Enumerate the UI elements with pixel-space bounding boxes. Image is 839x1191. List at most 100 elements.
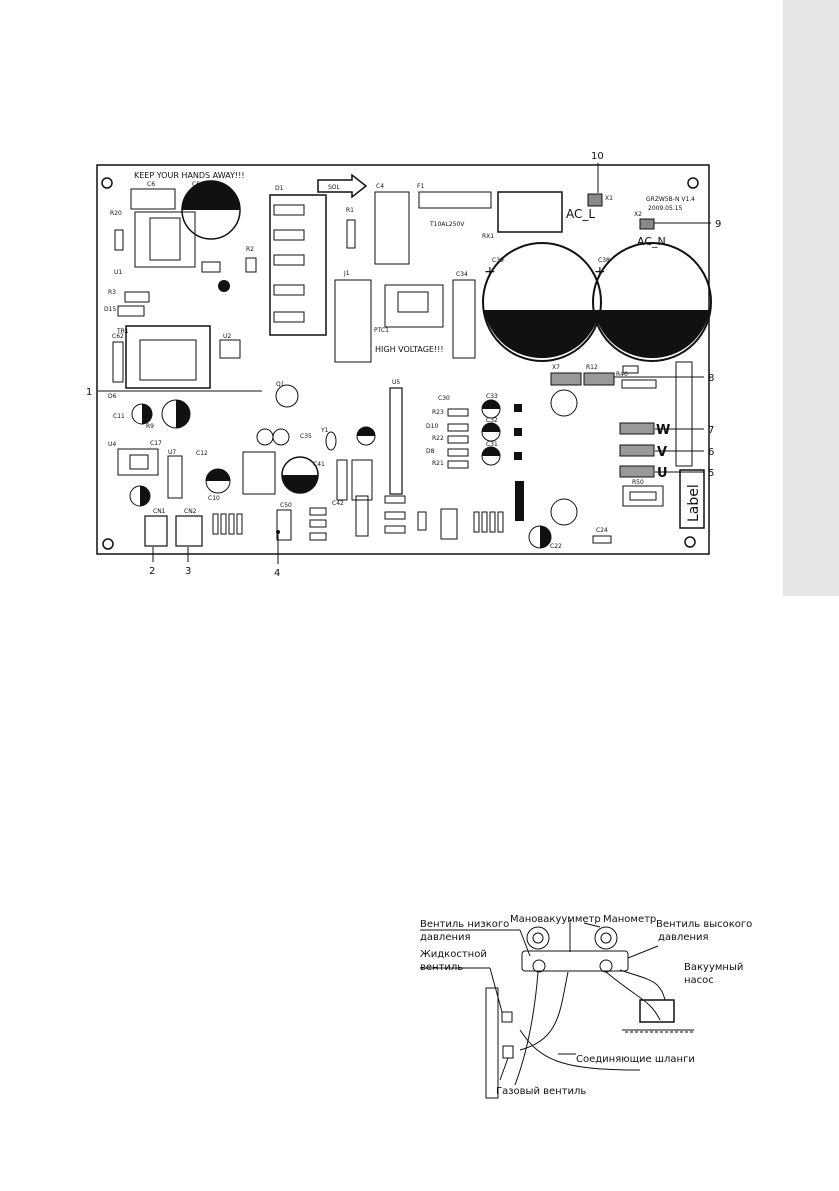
terminal-v — [619, 444, 655, 457]
svg-text:+: + — [484, 264, 496, 280]
comp-label-c39: C39 — [492, 257, 504, 264]
callout-4: 4 — [274, 568, 280, 579]
comp-label-c31: C31 — [486, 441, 498, 448]
callout-5: 5 — [708, 468, 714, 479]
sol-label: SOL — [328, 184, 341, 191]
comp-label-r12: R40 — [616, 371, 628, 378]
terminal-u — [619, 465, 655, 478]
callout-10: 10 — [591, 151, 604, 162]
label-box — [679, 469, 705, 529]
x2-label: X2 — [634, 211, 642, 218]
manometer-gauge — [594, 926, 618, 950]
relay-rx1 — [497, 191, 563, 233]
comp-label-tr1: TR1 — [116, 328, 129, 335]
comp-label-x8: X7 — [552, 364, 560, 371]
cap-c38 — [592, 242, 712, 362]
cn2-label: CN2 — [184, 508, 197, 515]
label-liquid-valve-1: Жидкостной — [420, 949, 487, 960]
comp-label-r2: R2 — [246, 246, 254, 253]
label-vacuum-pump-1: Вакуумный — [684, 962, 743, 973]
pcb-diagram: KEEP YOUR HANDS AWAY!!! C6 C5 R20 D1 SOL… — [86, 151, 721, 579]
svg-text:+: + — [594, 264, 606, 280]
gas-valve — [502, 1045, 514, 1059]
cn1-label: CN1 — [153, 508, 166, 515]
connector-cn2 — [175, 515, 203, 547]
board-model: GRZW5B-N V1.4 — [646, 196, 695, 203]
board-date: 2009.05.15 — [648, 205, 683, 212]
terminal-x7 — [583, 372, 615, 386]
comp-label-c33: C33 — [486, 393, 498, 400]
page-side-strip — [783, 0, 839, 596]
terminal-x2 — [639, 218, 655, 230]
rx-label: RX1 — [482, 233, 494, 240]
comp-label-c38: C38 — [598, 257, 610, 264]
comp-label-r25: R50 — [632, 479, 644, 486]
label-high-valve-2: давления — [658, 932, 709, 943]
label-low-valve-2: давления — [420, 932, 471, 943]
comp-label-u6: C50 — [280, 502, 292, 509]
comp-label-u5: U5 — [392, 379, 400, 386]
comp-label-c62: C62 — [112, 333, 124, 340]
comp-label-r3: R3 — [108, 289, 116, 296]
ac-n-label: AC_N — [637, 235, 666, 248]
comp-label-f1: F1 — [417, 183, 424, 190]
label-box-text: Label — [686, 484, 702, 522]
label-vacuum-pump-2: насос — [684, 975, 714, 986]
comp-label-c35: C35 — [300, 433, 312, 440]
callout-3: 3 — [185, 566, 191, 577]
transformer-tr1 — [125, 325, 211, 389]
j1-label: J1 — [343, 270, 350, 277]
comp-label-c12: C12 — [196, 450, 208, 457]
ac-l-label: AC_L — [566, 207, 595, 221]
mount-hole-tl — [101, 177, 113, 189]
mount-hole-tr — [687, 177, 699, 189]
comp-label-y1: Y1 — [320, 427, 329, 434]
comp-label-d10: R23 — [432, 409, 444, 416]
mount-hole-bl — [102, 538, 114, 550]
comp-label-c42: C42 — [332, 500, 344, 507]
connector-cn1 — [144, 515, 168, 547]
bridge-d1 — [269, 194, 327, 336]
label-low-valve-1: Вентиль низкого — [420, 919, 509, 930]
comp-label-u1: U1 — [114, 269, 122, 276]
callout-2: 2 — [149, 566, 155, 577]
comp-label-c32: C32 — [486, 417, 498, 424]
warning-top: KEEP YOUR HANDS AWAY!!! — [134, 171, 245, 180]
comp-label-d9: R21 — [432, 460, 444, 467]
callout-9: 9 — [715, 219, 721, 230]
comp-label-r22: D10 — [426, 423, 438, 430]
label-liquid-valve-2: вентиль — [420, 962, 463, 973]
comp-label-c5: C5 — [192, 181, 200, 188]
ptc-label: PTC1 — [374, 327, 389, 334]
comp-label-d15: D15 — [104, 306, 116, 313]
label-manovacuummeter: Мановакуумметр — [510, 914, 601, 925]
callout-6: 6 — [708, 447, 714, 458]
terminal-x8 — [550, 372, 582, 386]
comp-label-c6: C6 — [147, 181, 155, 188]
comp-label-r21: D8 — [426, 448, 435, 455]
terminal-x1 — [587, 193, 603, 207]
x1-label: X1 — [605, 195, 613, 202]
comp-label-u4: U4 — [108, 441, 116, 448]
cap-c39 — [482, 242, 602, 362]
comp-label-c34: C34 — [456, 271, 468, 278]
comp-label-r23: C30 — [438, 395, 450, 402]
phase-v-label: V — [657, 445, 667, 460]
fuse-label: T10AL250V — [429, 221, 465, 228]
manovacuummeter-gauge — [526, 926, 550, 950]
label-hoses: Соединяющие шланги — [576, 1054, 695, 1065]
terminal-block — [675, 361, 693, 467]
comp-label-d1: D1 — [275, 185, 284, 192]
comp-label-q1: Q1 — [276, 381, 285, 388]
comp-label-c17: C17 — [150, 440, 162, 447]
comp-label-c41: C41 — [313, 461, 325, 468]
comp-label-r1: R1 — [346, 207, 354, 214]
phase-w-label: W — [656, 423, 670, 438]
sol-arrow-icon — [317, 173, 368, 199]
callout-8: 8 — [708, 373, 714, 384]
liquid-valve — [501, 1011, 513, 1023]
comp-label-u2: U2 — [223, 333, 231, 340]
comp-label-c4: C4 — [376, 183, 384, 190]
phase-u-label: U — [657, 466, 668, 481]
comp-label-c24: C22 — [550, 543, 562, 550]
